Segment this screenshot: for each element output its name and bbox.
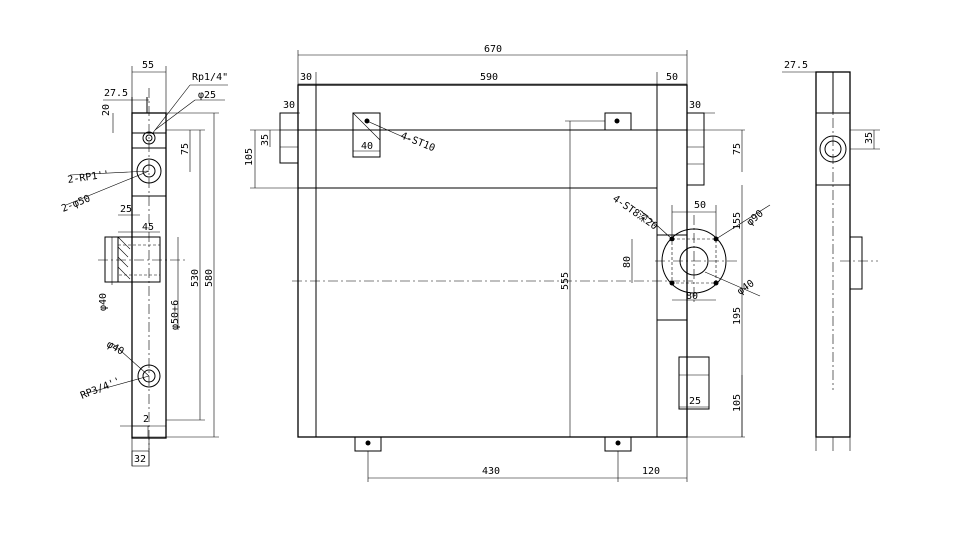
right-side-view: 27.5 35 [782,60,880,451]
dim-right-75: 75 [732,143,743,155]
dim-670: 670 [484,44,502,55]
callout-rp3-4: RP3/4'' [79,376,122,402]
dim-35: 35 [260,134,271,146]
dim-155: 155 [732,212,743,230]
dim-32: 32 [134,454,146,465]
dim-45: 45 [142,222,154,233]
dim-left-30: 30 [300,72,312,83]
callout-phi40-right: φ40 [735,278,756,297]
dim-20: 20 [101,104,112,116]
dim-2: 2 [143,414,149,425]
dim-590: 590 [480,72,498,83]
dim-580: 580 [204,269,215,287]
dim-rs-27-5: 27.5 [784,60,808,71]
front-view: 555 670 30 590 50 30 35 105 40 4-ST10 30… [244,44,771,482]
dim-rs-35: 35 [864,132,875,144]
dim-555: 555 [560,272,571,290]
left-side-view: 55 27.5 20 75 25 45 φ40 φ50+6 530 580 2 [60,60,228,467]
dim-80-v: 80 [622,256,633,268]
dim-55: 55 [142,60,154,71]
dim-40: 40 [361,141,373,152]
callout-rp1: 2-RP1'' [67,169,110,186]
callout-phi50: 2-φ50 [60,193,92,214]
callout-phi40-left: φ40 [98,293,109,311]
dim-75: 75 [180,143,191,155]
dim-120: 120 [642,466,660,477]
callout-phi50-6: φ50+6 [170,300,181,330]
dim-105-top: 105 [244,148,255,166]
callout-phi90: φ90 [745,208,766,228]
dim-tab-30: 30 [283,100,295,111]
callout-rp1-4: Rp1/4" [192,72,228,83]
dim-80-h: 80 [686,291,698,302]
callout-st8: 4-ST8深20 [610,193,660,233]
callout-phi25: φ25 [198,90,216,101]
dim-530: 530 [190,269,201,287]
dim-right-105: 105 [732,394,743,412]
dim-195: 195 [732,307,743,325]
callout-phi40-lower: φ40 [105,339,126,358]
callout-st10: 4-ST10 [399,131,437,155]
dim-right-50: 50 [666,72,678,83]
dim-right-30: 30 [689,100,701,111]
dim-right-50: 50 [694,200,706,211]
dim-27-5: 27.5 [104,88,128,99]
dim-right-25: 25 [689,396,701,407]
dim-25: 25 [120,204,132,215]
dim-430: 430 [482,466,500,477]
